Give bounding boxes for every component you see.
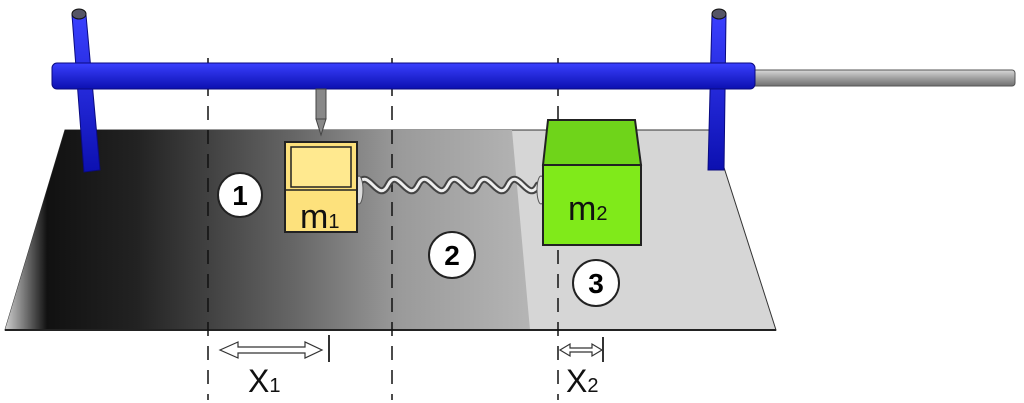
marker-1: 1 bbox=[217, 172, 263, 218]
mass-1-subscript: 1 bbox=[328, 211, 339, 233]
x1-label: X bbox=[248, 363, 269, 399]
svg-text:X2: X2 bbox=[566, 363, 598, 399]
spring bbox=[354, 175, 546, 205]
mass-2-subscript: 2 bbox=[596, 203, 607, 225]
svg-text:m2: m2 bbox=[568, 190, 607, 228]
mass-2-label: m bbox=[568, 190, 596, 228]
svg-text:X1: X1 bbox=[248, 363, 280, 399]
marker-2: 2 bbox=[428, 231, 476, 279]
svg-text:m1: m1 bbox=[300, 198, 339, 236]
mass-1-box: m1 bbox=[284, 141, 358, 236]
pointer bbox=[315, 88, 327, 137]
right-post bbox=[707, 8, 727, 171]
marker-2-label: 2 bbox=[444, 240, 460, 271]
x2-label: X bbox=[566, 363, 587, 399]
table-plate bbox=[4, 129, 777, 331]
marker-3-label: 3 bbox=[588, 268, 604, 299]
marker-1-label: 1 bbox=[232, 180, 248, 211]
displacement-arrow-2 bbox=[558, 337, 604, 362]
left-post bbox=[71, 8, 101, 173]
x1-subscript: 1 bbox=[269, 375, 280, 397]
mass-1-label: m bbox=[300, 198, 328, 236]
gray-rod bbox=[751, 69, 1016, 87]
x2-subscript: 2 bbox=[587, 375, 598, 397]
marker-3: 3 bbox=[572, 259, 620, 307]
mass-2-box: m2 bbox=[541, 119, 643, 246]
blue-crossbar bbox=[51, 62, 756, 90]
displacement-arrow-1 bbox=[218, 335, 330, 362]
